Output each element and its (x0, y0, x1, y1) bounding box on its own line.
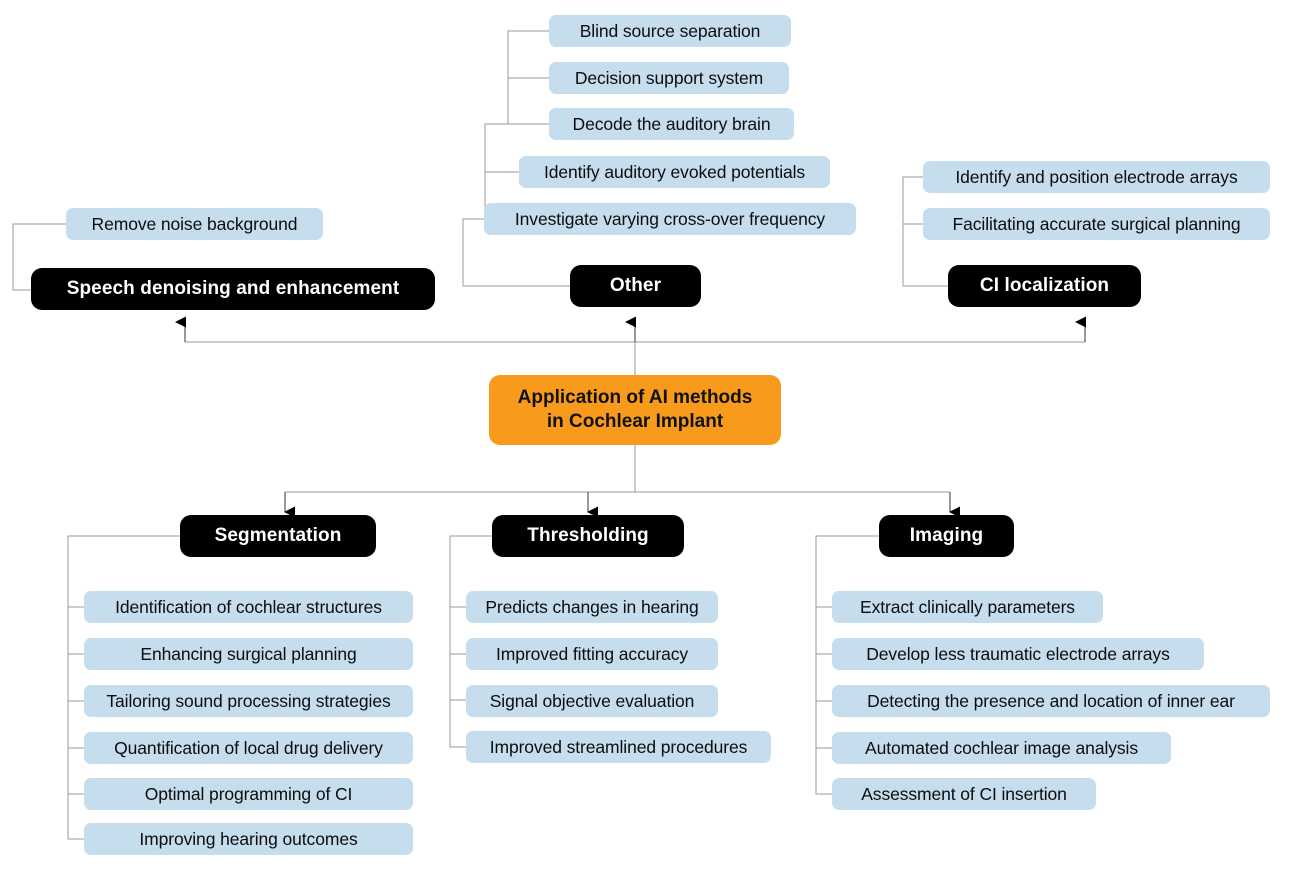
category-label: CI localization (979, 274, 1110, 296)
leaf-item[interactable]: Identify and position electrode arrays (923, 161, 1270, 193)
leaf-item[interactable]: Detecting the presence and location of i… (832, 685, 1270, 717)
leaf-item[interactable]: Investigate varying cross-over frequency (484, 203, 856, 235)
leaf-item[interactable]: Signal objective evaluation (466, 685, 718, 717)
leaf-item[interactable]: Remove noise background (66, 208, 323, 240)
leaf-item[interactable]: Automated cochlear image analysis (832, 732, 1171, 764)
leaf-item[interactable]: Facilitating accurate surgical planning (923, 208, 1270, 240)
leaf-item[interactable]: Enhancing surgical planning (84, 638, 413, 670)
category-imaging[interactable]: Imaging (879, 515, 1014, 557)
category-label: Other (609, 274, 662, 296)
category-speech-denoising[interactable]: Speech denoising and enhancement (31, 268, 435, 310)
category-segmentation[interactable]: Segmentation (180, 515, 376, 557)
leaf-item[interactable]: Quantification of local drug delivery (84, 732, 413, 764)
leaf-item[interactable]: Improved fitting accuracy (466, 638, 718, 670)
leaf-item[interactable]: Blind source separation (549, 15, 791, 47)
leaf-item[interactable]: Identify auditory evoked potentials (519, 156, 830, 188)
root-node[interactable]: Application of AI methods in Cochlear Im… (489, 375, 781, 445)
leaf-item[interactable]: Optimal programming of CI (84, 778, 413, 810)
category-ci-localization[interactable]: CI localization (948, 265, 1141, 307)
category-label: Segmentation (214, 524, 342, 546)
category-label: Speech denoising and enhancement (66, 277, 400, 299)
leaf-item[interactable]: Decision support system (549, 62, 789, 94)
root-label-line1: Application of AI methods (517, 386, 753, 408)
leaf-item[interactable]: Improving hearing outcomes (84, 823, 413, 855)
category-label: Thresholding (527, 524, 649, 546)
wire-other-1 (507, 30, 549, 78)
category-other[interactable]: Other (570, 265, 701, 307)
category-thresholding[interactable]: Thresholding (492, 515, 684, 557)
leaf-item[interactable]: Predicts changes in hearing (466, 591, 718, 623)
root-label-line2: in Cochlear Implant (546, 411, 724, 432)
leaf-item[interactable]: Tailoring sound processing strategies (84, 685, 413, 717)
category-label: Imaging (909, 524, 984, 546)
leaf-item[interactable]: Identification of cochlear structures (84, 591, 413, 623)
leaf-item[interactable]: Extract clinically parameters (832, 591, 1103, 623)
leaf-item[interactable]: Assessment of CI insertion (832, 778, 1096, 810)
leaf-item[interactable]: Develop less traumatic electrode arrays (832, 638, 1204, 670)
leaf-item[interactable]: Improved streamlined procedures (466, 731, 771, 763)
leaf-item[interactable]: Decode the auditory brain (549, 108, 794, 140)
